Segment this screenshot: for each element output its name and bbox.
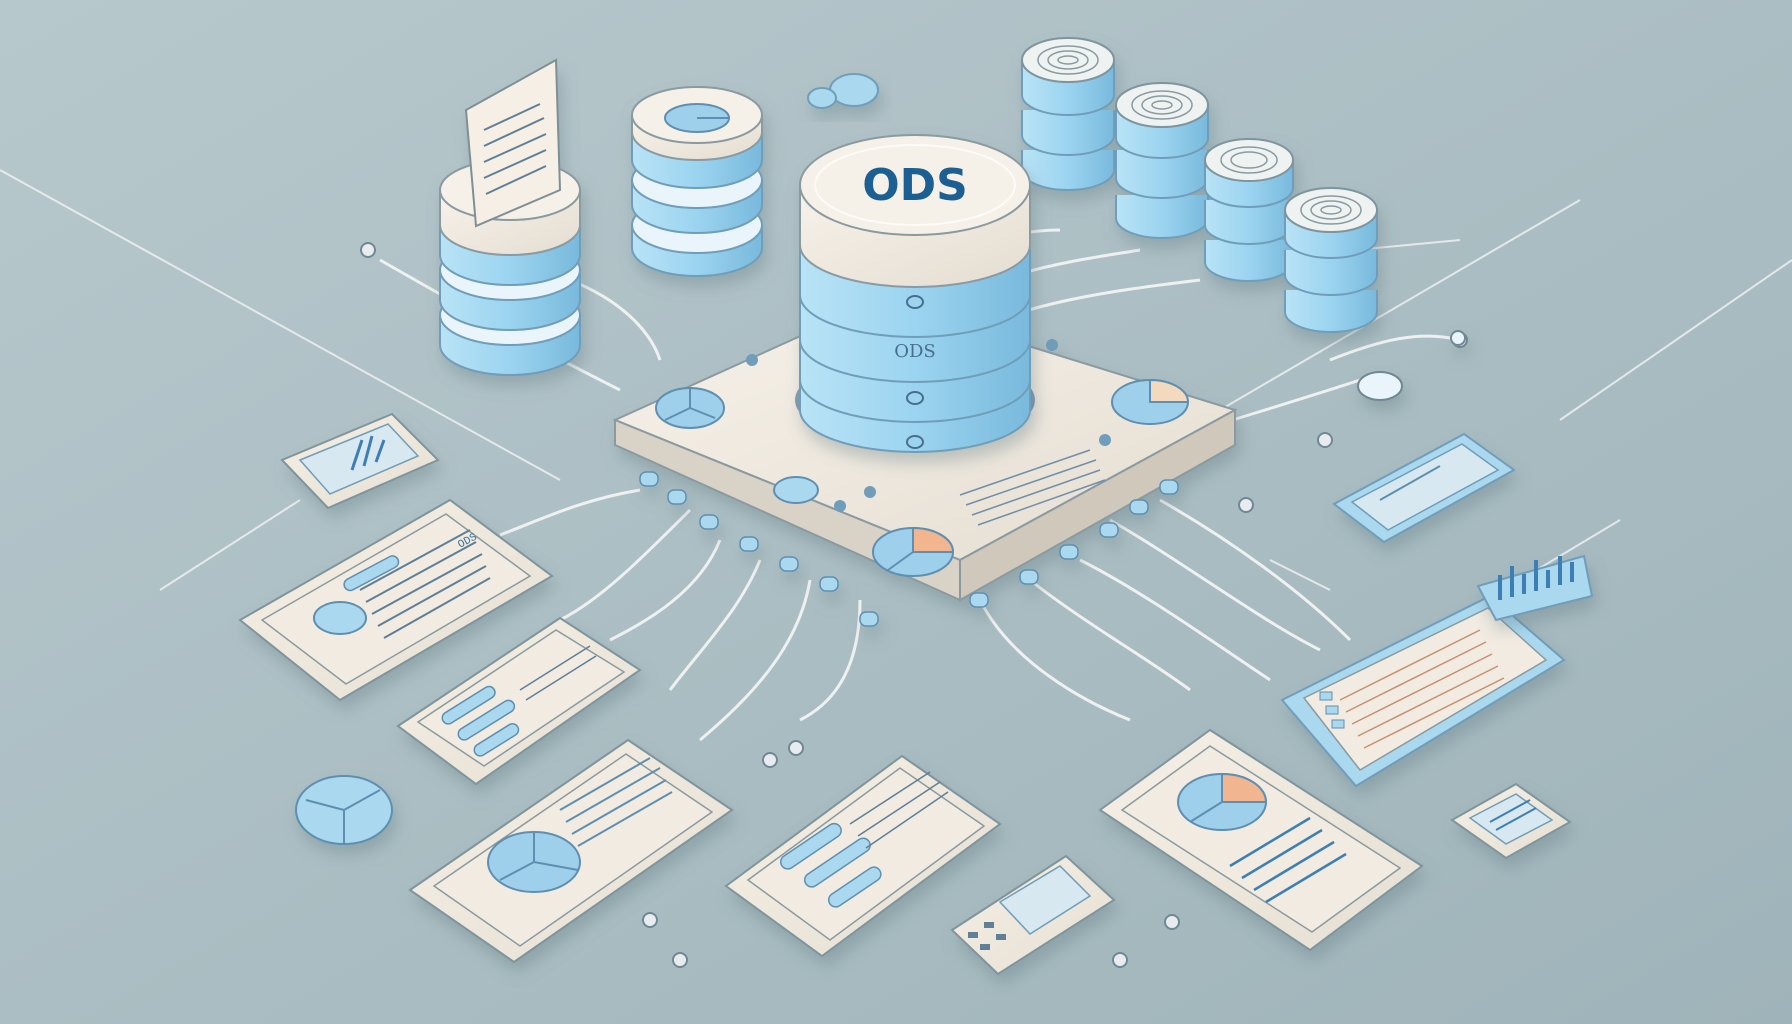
central-database-band-label: ODS bbox=[894, 341, 936, 362]
phone-icon bbox=[1332, 432, 1516, 544]
disk-indicator bbox=[906, 295, 924, 309]
database-stack-left bbox=[439, 58, 581, 376]
pie-chart-icon bbox=[872, 526, 955, 577]
fingerprint-disc-icon bbox=[1204, 138, 1294, 282]
pie-chart-icon bbox=[655, 387, 725, 429]
hub-text-lines bbox=[959, 449, 1106, 526]
document-icon bbox=[464, 58, 562, 228]
tablet-icon bbox=[280, 412, 440, 510]
pie-chart-icon bbox=[1111, 378, 1190, 425]
connector-node-icon bbox=[1238, 497, 1254, 513]
pie-chart-icon bbox=[295, 775, 393, 845]
pie-chart-icon bbox=[664, 103, 730, 133]
hub-dots bbox=[746, 339, 1111, 512]
connector-node-icon bbox=[642, 912, 688, 968]
fingerprint-disc-icon bbox=[1115, 82, 1209, 239]
tablet-icon bbox=[1450, 782, 1572, 860]
hub-dial bbox=[773, 476, 819, 504]
fingerprint-stacks bbox=[1021, 37, 1378, 333]
connector-pill-icon bbox=[807, 73, 879, 109]
bar-chart-icon bbox=[1476, 554, 1594, 622]
phone-icon bbox=[724, 754, 1002, 958]
tablet-icon bbox=[1098, 728, 1424, 952]
phone-icon bbox=[950, 854, 1116, 976]
pie-chart-icon bbox=[1177, 772, 1268, 831]
background-wires bbox=[0, 169, 1792, 591]
connector-node-icon bbox=[762, 740, 804, 768]
database-stack-pie bbox=[631, 86, 763, 277]
hub-wires bbox=[379, 228, 1461, 742]
fingerprint-disc-icon bbox=[1021, 37, 1115, 191]
connector-node-icon bbox=[1317, 432, 1333, 448]
central-database-title: ODS bbox=[862, 160, 968, 211]
disk-indicator bbox=[906, 391, 924, 405]
tablet-icon bbox=[408, 738, 734, 964]
tablet-icon bbox=[1280, 594, 1566, 788]
connector-node-icons bbox=[360, 242, 1468, 968]
tablet-icon: ODS bbox=[238, 498, 554, 702]
phone-icon bbox=[396, 616, 642, 786]
central-database: ODS ODS bbox=[795, 134, 1035, 453]
hub-ports bbox=[639, 471, 1179, 627]
connector-node-icon bbox=[360, 242, 376, 258]
connector-pill-icon bbox=[1357, 330, 1466, 401]
connector-node-icon bbox=[1112, 914, 1180, 968]
pie-chart-icon bbox=[487, 831, 581, 893]
database-stack-icon bbox=[439, 159, 581, 376]
fingerprint-disc-icon bbox=[1284, 187, 1378, 333]
disk-indicator bbox=[906, 435, 924, 449]
